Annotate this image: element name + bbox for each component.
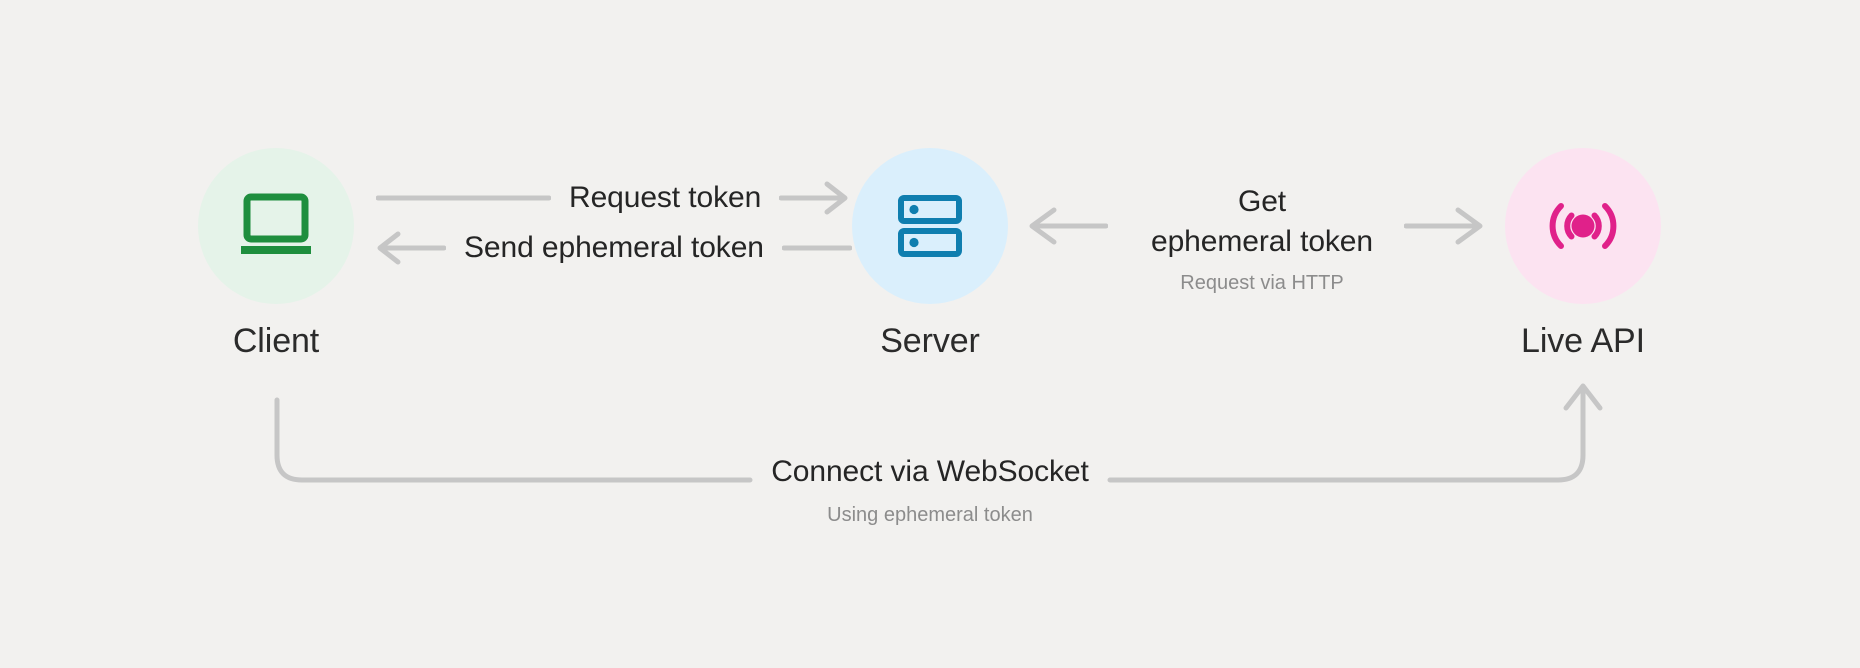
laptop-icon — [241, 193, 311, 254]
node-server[interactable]: Server — [830, 148, 1030, 361]
arrow-left-icon — [377, 231, 446, 265]
node-liveapi[interactable]: Live API — [1483, 148, 1683, 361]
arrow-left-icon-mid — [1029, 207, 1108, 245]
connector-line-right — [781, 245, 852, 251]
server-icon — [898, 195, 962, 257]
connection-connect-websocket-sublabel: Using ephemeral token — [827, 504, 1033, 526]
connection-connect-websocket-text: Connect via WebSocket Using ephemeral to… — [660, 454, 1200, 527]
ws-path-left-segment — [274, 397, 753, 483]
node-server-circle — [852, 148, 1008, 304]
connection-send-ephemeral-token: Send ephemeral token — [376, 230, 852, 266]
arrow-right-icon — [779, 181, 848, 215]
node-client-label: Client — [232, 322, 320, 360]
connection-get-ephemeral-token-sublabel: Request via HTTP — [1180, 272, 1344, 294]
broadcast-icon — [1549, 203, 1617, 249]
connection-send-ephemeral-token-label: Send ephemeral token — [464, 231, 764, 264]
connection-request-token: Request token — [376, 180, 849, 216]
node-liveapi-circle — [1505, 148, 1661, 304]
connector-line-left — [376, 195, 551, 201]
arrow-right-icon-mid — [1404, 207, 1483, 245]
connection-get-ephemeral-token-label-line1: Get — [1237, 185, 1287, 218]
node-client-circle — [198, 148, 354, 304]
connection-get-ephemeral-token: Get ephemeral token Request via HTTP — [1032, 182, 1492, 295]
arrow-up-icon — [1563, 383, 1603, 411]
connection-request-token-label: Request token — [569, 181, 762, 214]
node-server-label: Server — [880, 322, 980, 360]
ws-path-right-segment — [1107, 387, 1586, 483]
connection-connect-websocket-label: Connect via WebSocket — [771, 455, 1089, 488]
connection-get-ephemeral-token-label-line2: ephemeral token — [1151, 225, 1373, 258]
node-liveapi-label: Live API — [1521, 322, 1645, 360]
node-client[interactable]: Client — [176, 148, 376, 361]
